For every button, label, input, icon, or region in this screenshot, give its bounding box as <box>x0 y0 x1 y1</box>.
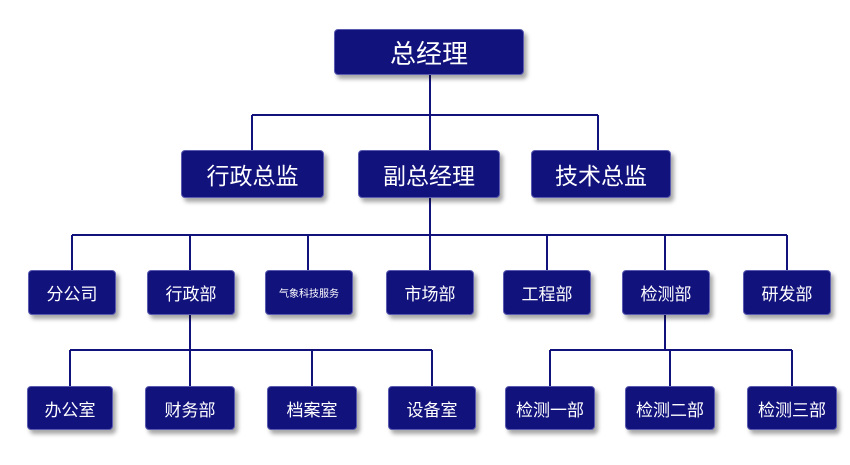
node-branch-office: 分公司 <box>28 270 116 315</box>
node-admin-director: 行政总监 <box>181 150 324 198</box>
node-finance-dept: 财务部 <box>145 386 235 430</box>
node-vice-general-manager: 副总经理 <box>358 150 500 198</box>
node-rd-dept: 研发部 <box>743 270 831 315</box>
node-inspection-dept: 检测部 <box>622 270 710 315</box>
node-equipment-room: 设备室 <box>388 386 476 430</box>
node-inspection-2: 检测二部 <box>625 386 715 430</box>
node-inspection-3: 检测三部 <box>747 386 837 430</box>
node-engineering-dept: 工程部 <box>503 270 591 315</box>
node-office: 办公室 <box>27 386 113 430</box>
node-technical-director: 技术总监 <box>531 150 671 198</box>
node-inspection-1: 检测一部 <box>505 386 595 430</box>
node-market-dept: 市场部 <box>386 270 474 315</box>
node-archive-room: 档案室 <box>267 386 357 430</box>
node-meteo-service: 气象科技服务 <box>265 270 353 315</box>
node-general-manager: 总经理 <box>334 29 524 75</box>
node-admin-dept: 行政部 <box>147 270 235 315</box>
